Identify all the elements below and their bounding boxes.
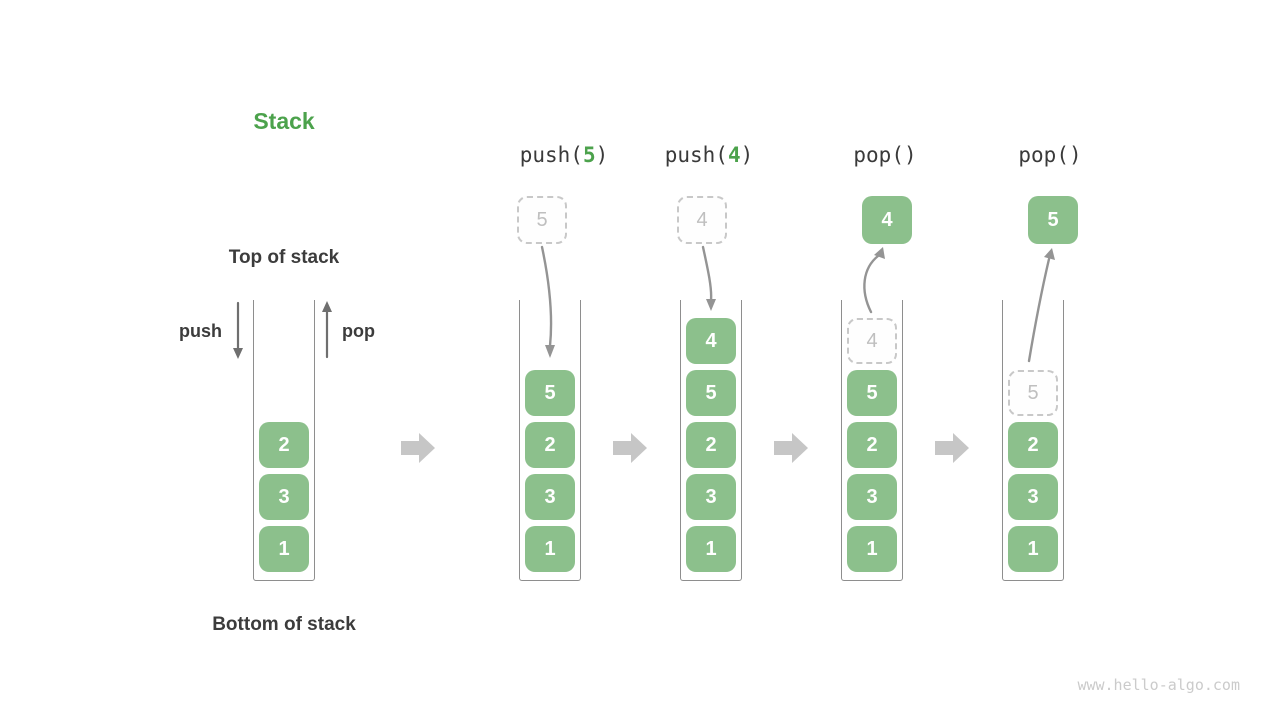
stack-item: 2 <box>847 422 897 468</box>
stack-item: 2 <box>525 422 575 468</box>
stack-item: 1 <box>259 526 309 572</box>
stack-item: 2 <box>686 422 736 468</box>
op-arg: 5 <box>582 143 596 167</box>
stack-item: 3 <box>847 474 897 520</box>
push-down-arrow-icon <box>233 301 243 359</box>
stack-item-ghost: 4 <box>847 318 897 364</box>
pop-label: pop <box>342 321 375 341</box>
stack-item: 1 <box>1008 526 1058 572</box>
op-header-pop-2: pop() <box>1018 143 1081 167</box>
op-arg: 4 <box>727 143 741 167</box>
stack-item: 3 <box>1008 474 1058 520</box>
stack-item: 1 <box>847 526 897 572</box>
stack-item: 5 <box>686 370 736 416</box>
op-header-push-4: push(4) <box>665 143 754 167</box>
top-of-stack-label: Top of stack <box>228 247 340 268</box>
op-header-pop-1: pop() <box>853 143 916 167</box>
floating-item-ghost: 4 <box>677 196 727 244</box>
stack-well-after-pop-2: 5 2 3 1 <box>1002 300 1064 581</box>
step-block-arrow-icon <box>774 433 808 463</box>
op-header-push-5: push(5) <box>520 143 609 167</box>
stack-item: 2 <box>259 422 309 468</box>
pop-up-arrow-icon <box>322 301 332 359</box>
floating-item-ghost: 5 <box>517 196 567 244</box>
watermark: www.hello-algo.com <box>1077 676 1240 694</box>
stack-item: 5 <box>847 370 897 416</box>
step-block-arrow-icon <box>935 433 969 463</box>
op-text: ) <box>595 143 609 167</box>
op-text: push( <box>519 143 583 167</box>
push-label: push <box>179 321 222 341</box>
stack-well-after-pop-1: 4 5 2 3 1 <box>841 300 903 581</box>
stack-item: 3 <box>686 474 736 520</box>
stack-well-after-push-5: 5 2 3 1 <box>519 300 581 581</box>
op-text: pop() <box>853 143 917 167</box>
op-text: ) <box>740 143 754 167</box>
stack-item: 2 <box>1008 422 1058 468</box>
stack-item: 4 <box>686 318 736 364</box>
stack-item: 5 <box>525 370 575 416</box>
op-text: pop() <box>1018 143 1082 167</box>
stack-item: 3 <box>525 474 575 520</box>
bottom-of-stack-label: Bottom of stack <box>212 614 356 635</box>
stack-well-after-push-4: 4 5 2 3 1 <box>680 300 742 581</box>
stack-item: 1 <box>686 526 736 572</box>
step-block-arrow-icon <box>613 433 647 463</box>
op-text: push( <box>664 143 728 167</box>
stack-item-ghost: 5 <box>1008 370 1058 416</box>
step-block-arrow-icon <box>401 433 435 463</box>
stack-item: 3 <box>259 474 309 520</box>
diagram-title: Stack <box>253 108 315 134</box>
floating-item-popped: 5 <box>1028 196 1078 244</box>
stack-well-initial: 2 3 1 <box>253 300 315 581</box>
stack-item: 1 <box>525 526 575 572</box>
floating-item-popped: 4 <box>862 196 912 244</box>
